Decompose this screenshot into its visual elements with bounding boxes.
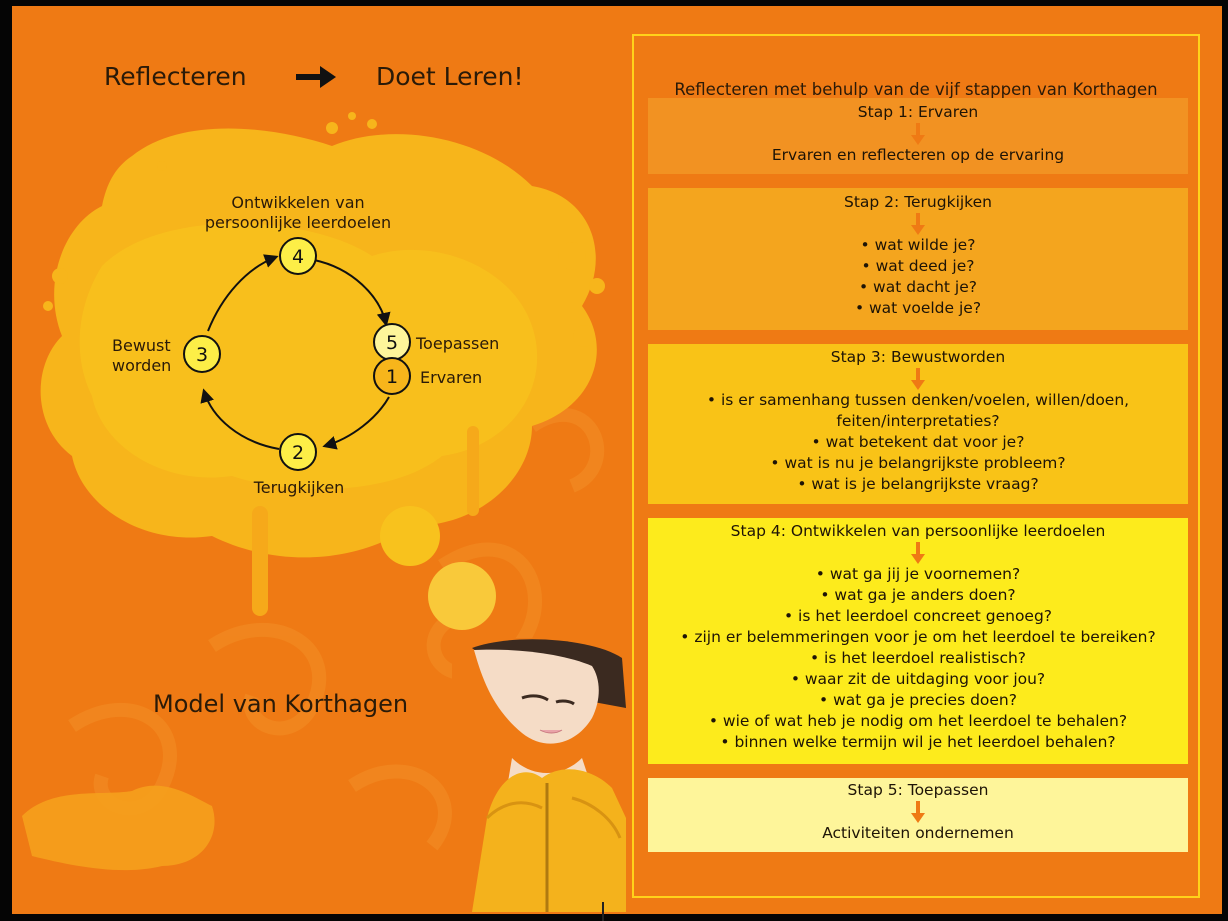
step-line: • wat ga je anders doen?	[820, 586, 1016, 604]
step-title-3: Stap 3: Bewustworden	[830, 348, 1006, 366]
step-line: • is er samenhang tussen denken/voelen, …	[706, 391, 1130, 409]
step-box-5: Stap 5: Toepassen Activiteiten onderneme…	[648, 778, 1188, 852]
step-line: • wat is nu je belangrijkste probleem?	[770, 454, 1066, 472]
step-line: • waar zit de uitdaging voor jou?	[790, 670, 1046, 688]
step-line: • wat voelde je?	[854, 299, 982, 317]
arrow-down-icon	[911, 801, 925, 823]
step-line: • wat dacht je?	[858, 278, 977, 296]
step-line: • wie of wat heb je nodig om het leerdoe…	[708, 712, 1128, 730]
step-line: • wat deed je?	[861, 257, 975, 275]
step-line: Ervaren en reflecteren op de ervaring	[771, 146, 1065, 164]
step-number-5: 5	[386, 332, 398, 354]
step-title-1: Stap 1: Ervaren	[857, 103, 979, 121]
step-title-5: Stap 5: Toepassen	[847, 781, 989, 799]
portrait-illustration	[452, 638, 626, 912]
step-line: • is het leerdoel realistisch?	[809, 649, 1027, 667]
step-line: • binnen welke termijn wil je het leerdo…	[720, 733, 1116, 751]
header-left: Reflecteren	[104, 62, 247, 91]
step-line: • wat ga je precies doen?	[819, 691, 1017, 709]
step-line: • wat betekent dat voor je?	[811, 433, 1025, 451]
step-box-1: Stap 1: Ervaren Ervaren en reflecteren o…	[648, 98, 1188, 174]
step-box-2: Stap 2: Terugkijken • wat wilde je? • wa…	[648, 188, 1188, 330]
cycle-label-4: Ontwikkelen van persoonlijke leerdoelen	[204, 193, 392, 232]
step-box-3: Stap 3: Bewustworden • is er samenhang t…	[648, 344, 1188, 504]
korthagen-cycle: 4 5 1 2 3	[183, 237, 411, 471]
step-circle-3	[183, 335, 221, 373]
step-title-4: Stap 4: Ontwikkelen van persoonlijke lee…	[730, 522, 1106, 540]
step-number-1: 1	[386, 366, 398, 388]
step-number-2: 2	[292, 442, 304, 464]
arrow-down-icon	[911, 123, 925, 145]
cycle-label-5: Toepassen	[416, 334, 500, 353]
cycle-label-2: Terugkijken	[253, 478, 345, 497]
arrow-down-icon	[911, 213, 925, 235]
cycle-label-3: Bewust worden	[112, 336, 172, 375]
step-line: feiten/interpretaties?	[836, 412, 1000, 430]
step-number-3: 3	[196, 344, 208, 366]
step-line: Activiteiten ondernemen	[822, 824, 1014, 842]
step-circle-4	[279, 237, 317, 275]
panel-title: Reflecteren met behulp van de vijf stapp…	[674, 80, 1158, 99]
step-number-4: 4	[292, 246, 304, 268]
arrow-right-icon	[296, 66, 336, 88]
cycle-label-1: Ervaren	[420, 368, 483, 387]
steps-panel: Reflecteren met behulp van de vijf stapp…	[632, 34, 1200, 898]
step-box-4: Stap 4: Ontwikkelen van persoonlijke lee…	[648, 518, 1188, 764]
step-line: • wat wilde je?	[860, 236, 976, 254]
step-title-2: Stap 2: Terugkijken	[844, 193, 992, 211]
arrow-down-icon	[911, 542, 925, 564]
header-right: Doet Leren!	[376, 62, 524, 91]
step-circle-2	[279, 433, 317, 471]
arrow-down-icon	[911, 368, 925, 390]
model-title: Model van Korthagen	[153, 690, 409, 718]
step-line: • wat is je belangrijkste vraag?	[797, 475, 1039, 493]
poster: Reflecteren Doet Leren!	[12, 6, 1222, 914]
step-line: • zijn er belemmeringen voor je om het l…	[680, 628, 1156, 646]
step-line: • wat ga jij je voornemen?	[815, 565, 1021, 583]
splash-decoration	[22, 112, 605, 871]
page-divider	[602, 902, 604, 921]
step-circle-1	[373, 357, 411, 395]
step-line: • is het leerdoel concreet genoeg?	[783, 607, 1053, 625]
